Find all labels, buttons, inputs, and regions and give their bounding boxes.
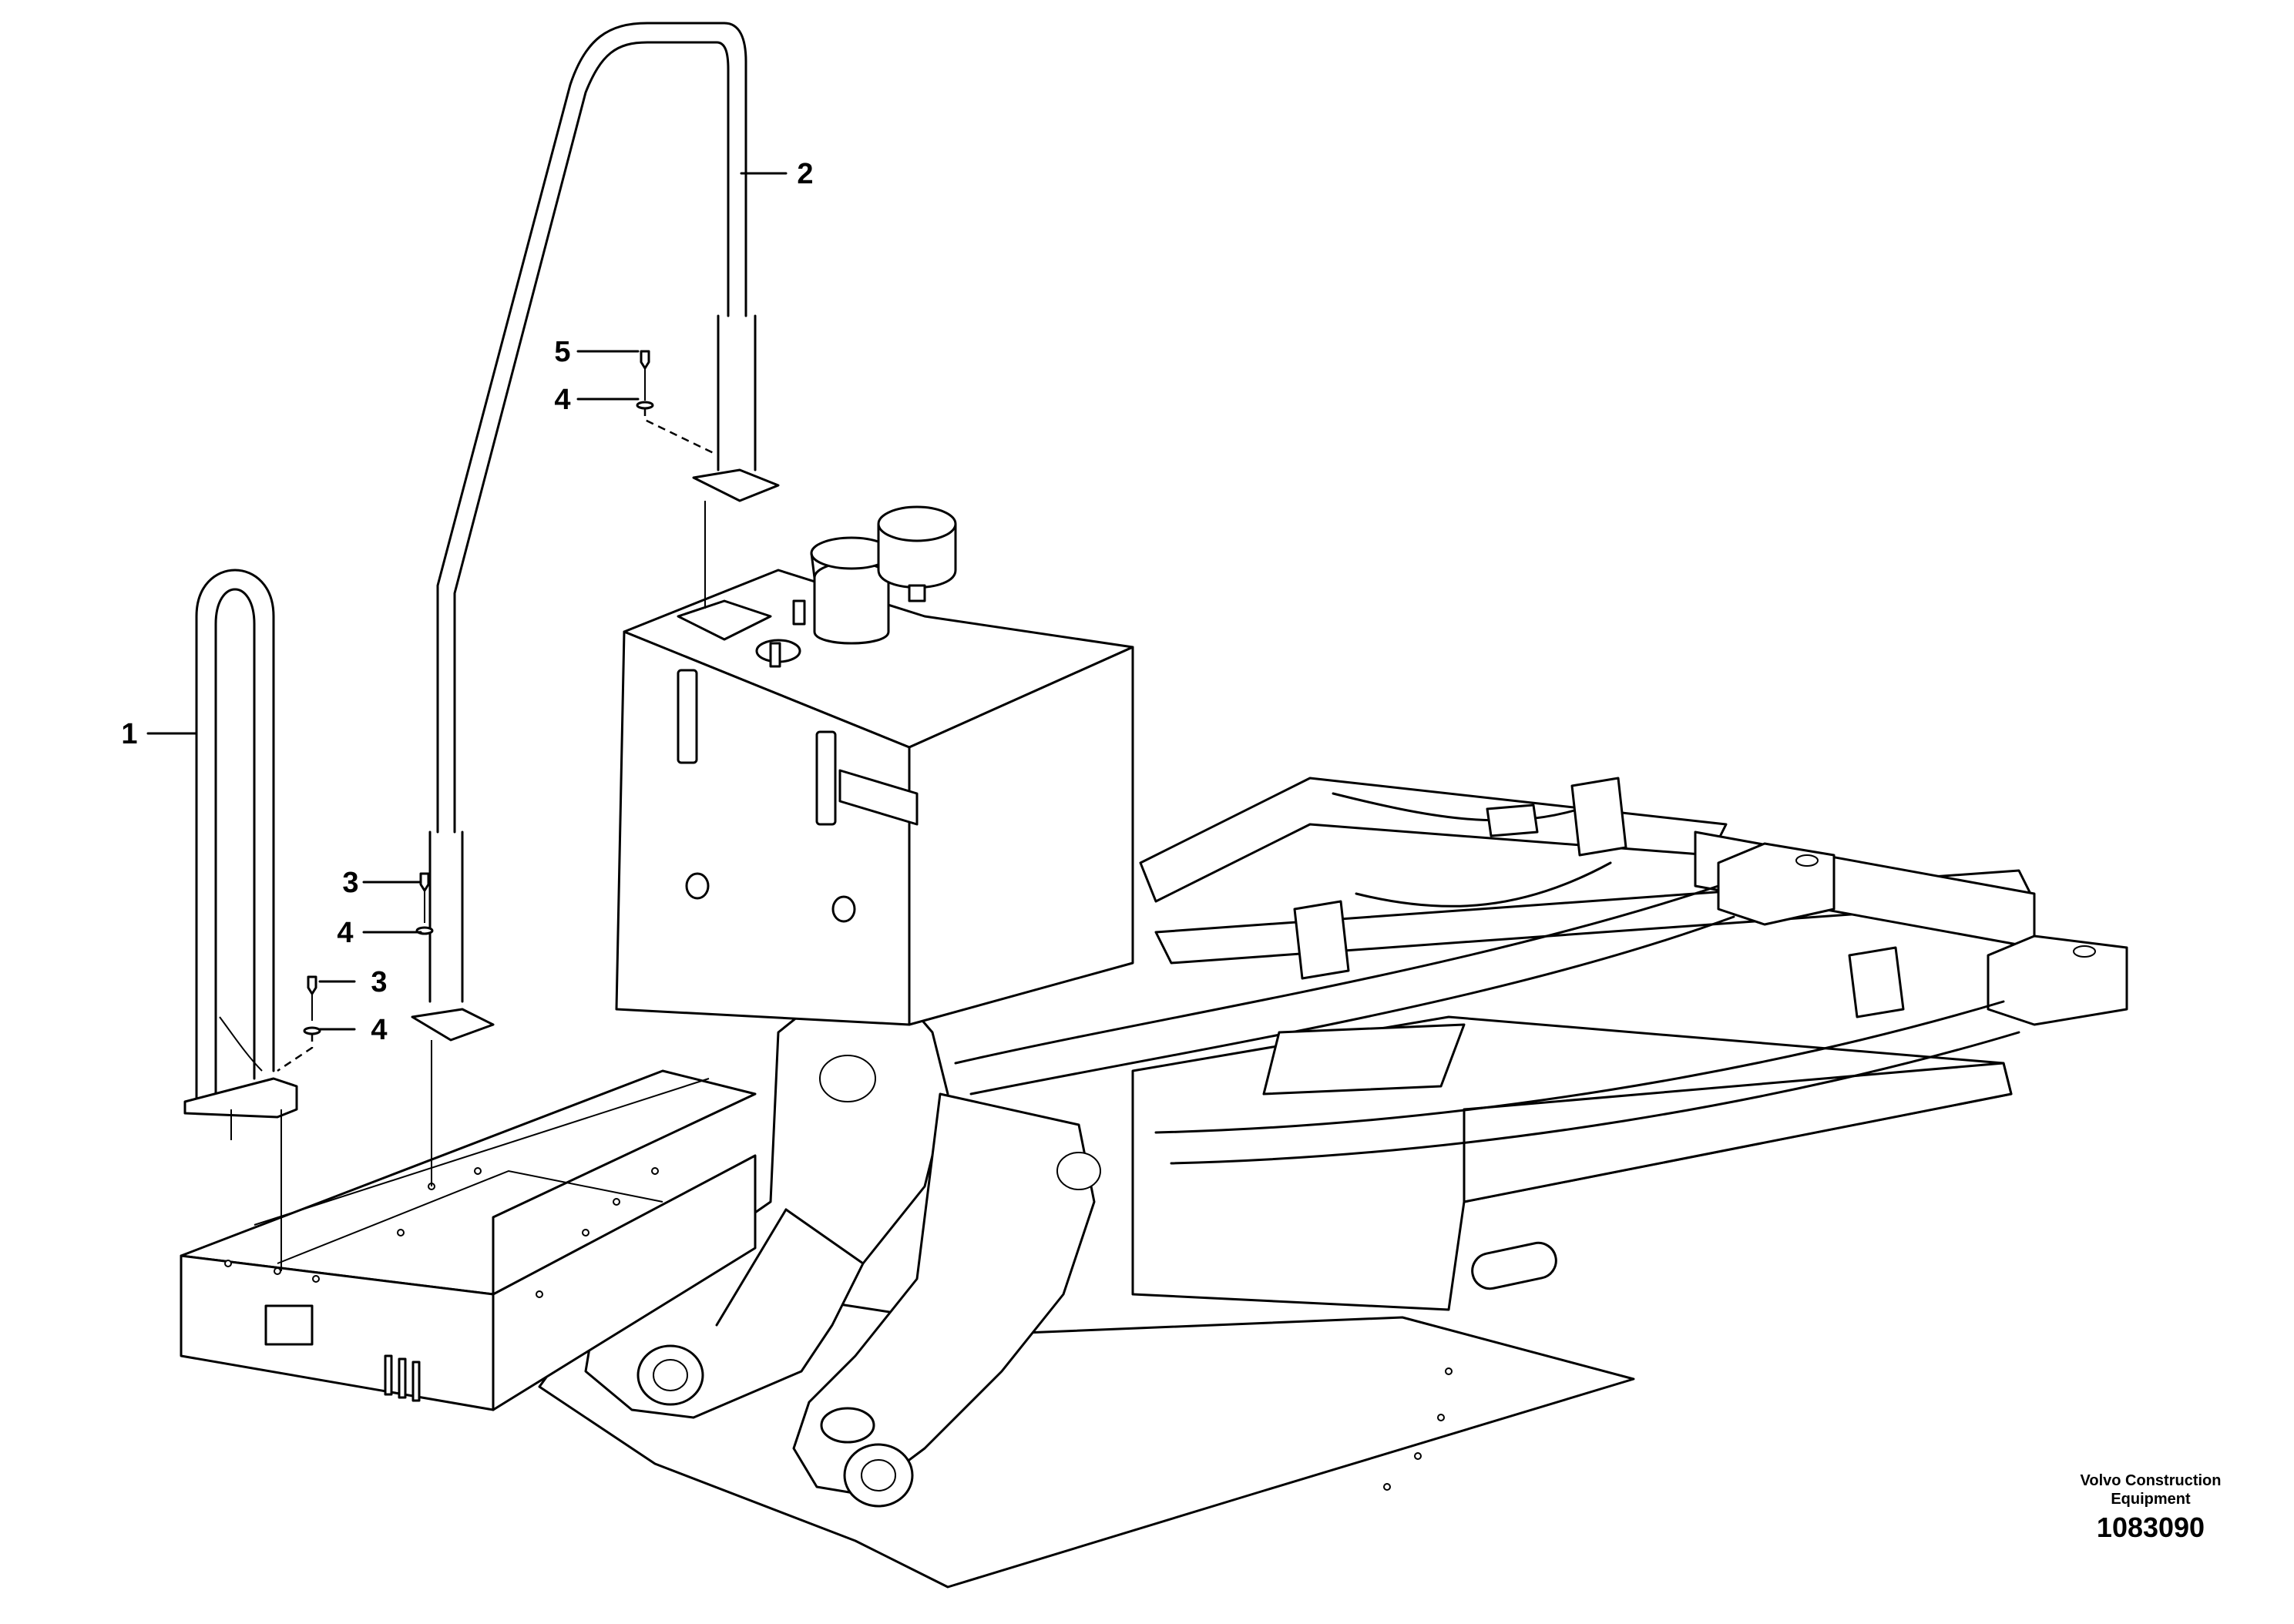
boom-foot-bracket (584, 969, 1101, 1508)
company-name-line1: Volvo Construction (2080, 1472, 2222, 1489)
rear-frame-box (180, 1069, 1453, 1491)
callout-4-middle: 4 (337, 917, 353, 949)
callout-4-bottom: 4 (371, 1014, 387, 1046)
callout-5: 5 (554, 336, 570, 368)
title-block: Volvo Construction Equipment 1083090 (2050, 1471, 2251, 1544)
bolt-holes (224, 1167, 1453, 1491)
callout-2: 2 (797, 158, 813, 190)
fasteners (303, 350, 654, 1035)
callout-4-top: 4 (554, 384, 570, 416)
company-name-line2: Equipment (2111, 1491, 2191, 1508)
hydraulic-tank (615, 505, 1134, 1026)
leader-lines (146, 172, 788, 1031)
callout-3-lower: 3 (371, 966, 387, 998)
handrail-part-2 (411, 22, 780, 1042)
handrail-part-1 (183, 569, 298, 1140)
callout-3-upper: 3 (342, 867, 358, 899)
drawing-number: 1083090 (2096, 1512, 2205, 1543)
callout-1: 1 (121, 718, 137, 750)
assembly-lines (277, 408, 717, 1271)
